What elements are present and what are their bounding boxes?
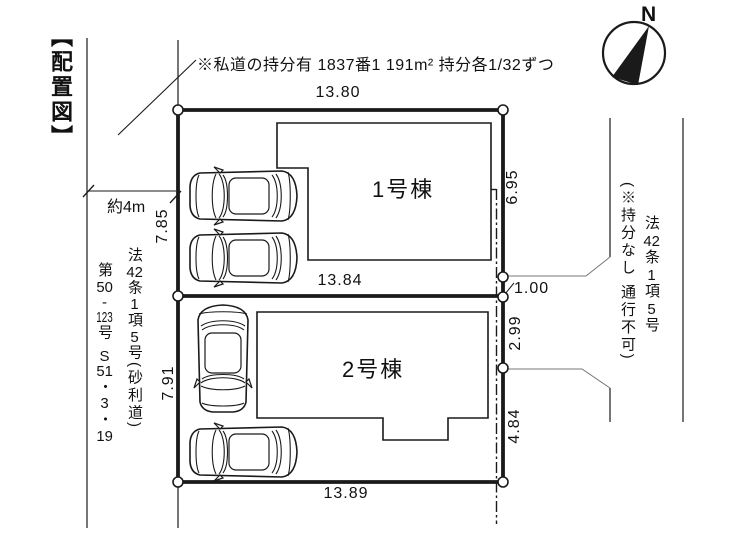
dimension-middle-width: 13.84 [317, 272, 363, 289]
north-arrow-icon [601, 20, 667, 86]
car-top-view-icon [189, 228, 298, 288]
left-road-lines [86, 38, 179, 528]
annotation-leader-line [117, 59, 197, 136]
dimension-right-offset: 1.00 [514, 280, 550, 297]
building-1-label: 1号棟 [372, 177, 435, 202]
dimension-left-upper: 7.85 [154, 208, 171, 244]
north-label: N [641, 3, 657, 26]
right-road-lines [508, 118, 684, 422]
dimension-top-width: 13.80 [315, 84, 361, 101]
boundary-point-markers [172, 104, 509, 488]
offset-dimension-leader [504, 282, 515, 295]
dimension-bottom-width: 13.89 [323, 485, 369, 502]
building-2-label: 2号棟 [342, 357, 405, 382]
right-road-share-note: (※持分なし 通行不可) [619, 182, 636, 362]
dimension-right-lower: 4.84 [506, 408, 523, 444]
private-road-annotation: ※私道の持分有 1837番1 191m² 持分各1/32ずつ [197, 57, 555, 74]
building-2-outline [256, 311, 489, 441]
building-1-outline [276, 122, 492, 261]
dimension-left-lower: 7.91 [160, 365, 177, 401]
left-road-designation-note: 第50-123号 S51・3・19 [96, 262, 113, 444]
right-road-law-note: 法42条1項5号 [643, 215, 660, 336]
dash-dot-boundary-line [491, 188, 498, 524]
car-top-view-icon [189, 422, 298, 482]
car-top-view-icon [189, 166, 298, 226]
left-road-law-note: 法42条1項5号(砂利道) [126, 247, 143, 430]
page-title: 【配置図】 [48, 25, 73, 150]
dimension-right-middle: 2.99 [507, 315, 524, 351]
road-width-label: 約4m [107, 199, 146, 216]
car-top-view-icon [193, 304, 253, 413]
dimension-right-upper: 6.95 [504, 169, 521, 205]
